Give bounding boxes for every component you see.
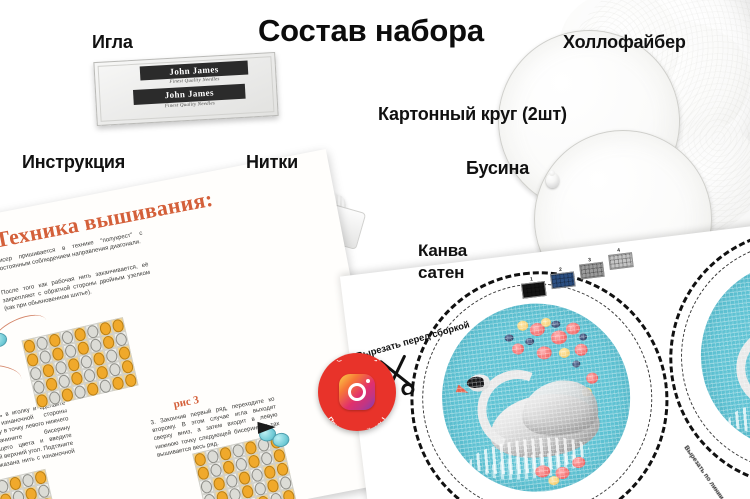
legend-swatch: 1: [520, 275, 547, 299]
label-canvas: Канва сатен: [418, 240, 508, 284]
legend-color-chip: [579, 261, 605, 280]
page-title: Состав набора: [258, 13, 484, 48]
figure-3-label: рис 3: [172, 393, 200, 411]
label-needle: Игла: [92, 32, 133, 52]
needle-subtitle: Finest Quality Needles: [164, 101, 216, 110]
instruction-sheet: Техника вышивания: Бисер пришивается в т…: [0, 149, 391, 499]
needle-subtitle: Finest Quality Needles: [169, 77, 220, 85]
legend-swatch: 3: [578, 256, 605, 280]
label-threads: Нитки: [246, 152, 298, 172]
legend-color-chip: [608, 252, 634, 270]
needle-direction-arrow-icon: [257, 420, 277, 434]
instagram-cta-arc: Присоединяйтесь!: [325, 415, 388, 429]
instagram-badge[interactable]: @busina.ru Присоединяйтесь!: [318, 353, 396, 431]
legend-color-chip: [550, 271, 576, 290]
needle-brand-band: John James: [139, 60, 249, 81]
label-bead: Бусина: [466, 158, 530, 178]
needle-brand-band: John James: [132, 83, 246, 105]
pearl-bead: [546, 173, 559, 188]
needle-brand-text: John James: [164, 87, 215, 101]
pearl-bead-highlight: [549, 170, 555, 176]
instagram-cta: Присоединяйтесь!: [325, 415, 388, 429]
legend-swatch: 4: [607, 246, 634, 270]
label-holofiber: Холлофайбер: [563, 32, 686, 52]
bead-texture-overlay: [431, 292, 641, 499]
legend-color-chip: [520, 280, 547, 299]
legend-swatch: 2: [549, 266, 576, 290]
label-canvas-line2: сатен: [418, 263, 465, 282]
needle-brand-text: John James: [169, 64, 219, 77]
svg-text:@busina.ru: @busina.ru: [333, 360, 380, 364]
needle-packet: John James Finest Quality Needles John J…: [93, 51, 279, 127]
svg-text:Присоединяйтесь!: Присоединяйтесь!: [325, 415, 388, 429]
instagram-handle: @busina.ru: [333, 360, 380, 364]
label-instruction: Инструкция: [22, 152, 126, 172]
instagram-handle-arc: @busina.ru: [333, 360, 380, 364]
thread-path-line: [0, 364, 22, 393]
swan-bead-pattern: [431, 292, 641, 499]
label-cardboard-circle: Картонный круг (2шт): [378, 104, 567, 124]
instagram-icon: [339, 374, 375, 410]
label-canvas-line1: Канва: [418, 241, 467, 260]
